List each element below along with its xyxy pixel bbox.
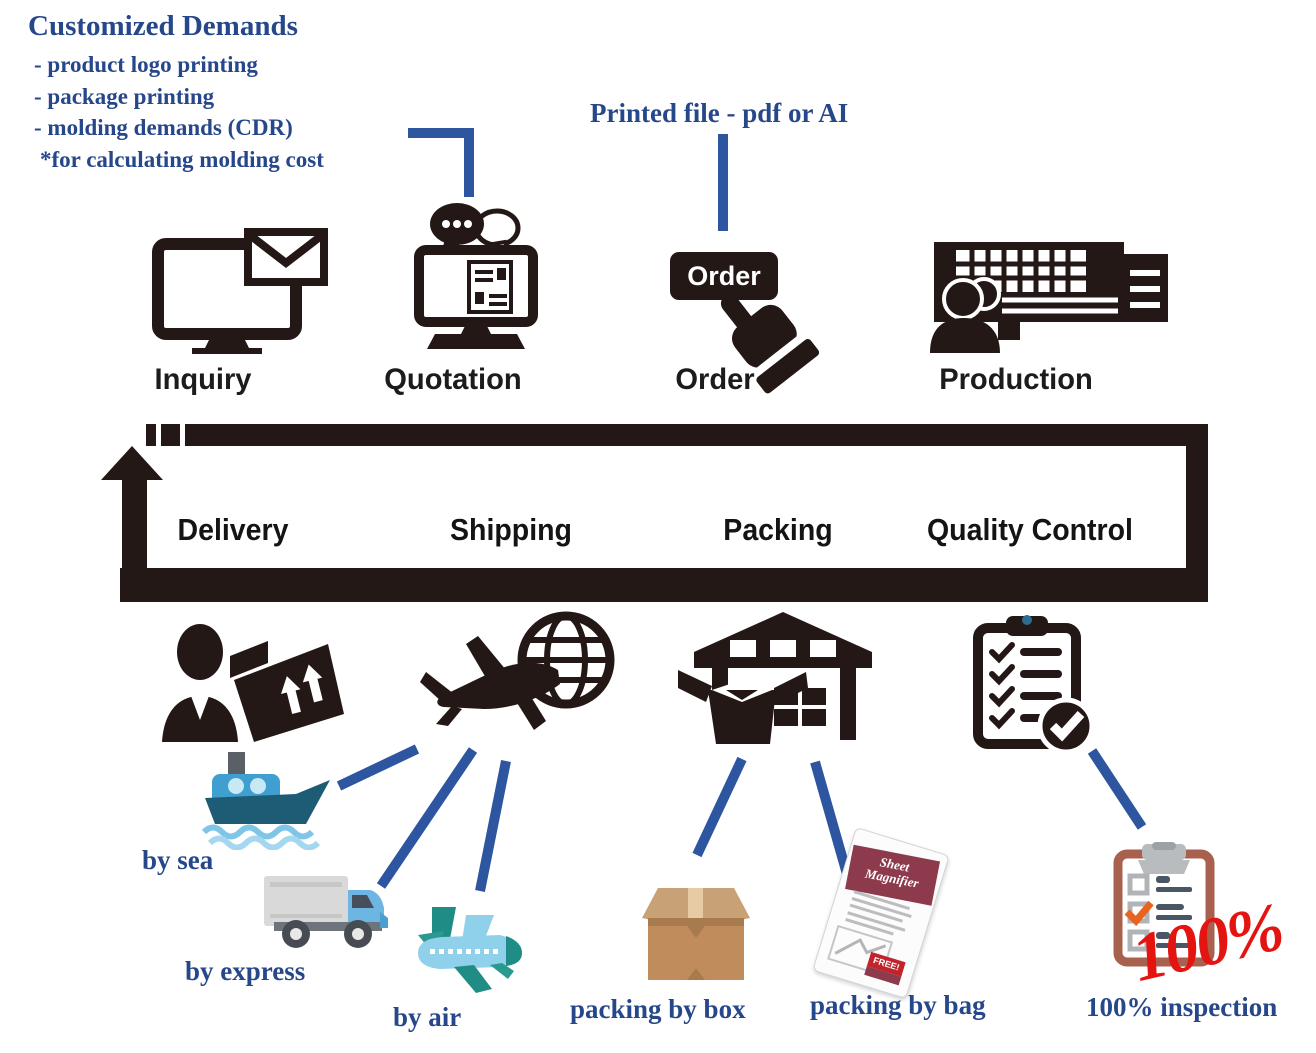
shipping-icon	[420, 611, 615, 730]
qc-to-inspection-line	[1087, 748, 1147, 830]
quality-control-step-label: Quality Control	[927, 512, 1133, 547]
printed-file-note: Printed file - pdf or AI	[590, 98, 849, 128]
quality-control-icon	[973, 615, 1095, 754]
shipping-to-sea-line	[336, 744, 420, 791]
bag-brand-band: Sheet Magnifier	[845, 844, 941, 906]
packing-to-box-line	[692, 756, 747, 858]
production-label: Production	[939, 363, 1093, 396]
by-air-label: by air	[393, 1002, 462, 1032]
delivery-step-label: Delivery	[177, 512, 289, 547]
by-sea-label: by sea	[142, 845, 214, 875]
quotation-label: Quotation	[384, 363, 522, 396]
order-label: Order	[675, 363, 755, 396]
click-hand-icon	[720, 294, 820, 394]
inspection-clipboard-icon	[1113, 842, 1215, 967]
track-dash-large	[161, 424, 180, 446]
inquiry-label: Inquiry	[154, 363, 252, 396]
shipping-step-label: Shipping	[450, 512, 572, 547]
track-bottom-bar	[120, 568, 1208, 602]
track-top-bar	[185, 424, 1208, 446]
ship-icon	[201, 752, 330, 850]
demand-item-package-printing: - package printing	[34, 84, 215, 109]
inquiry-icon	[152, 228, 328, 354]
shipping-to-express-line	[376, 747, 478, 889]
packing-icon	[678, 612, 872, 744]
customized-demands-title: Customized Demands	[28, 10, 298, 42]
production-icon	[930, 242, 1168, 353]
order-button-graphic: Order	[670, 252, 778, 300]
track-dash-small	[146, 424, 156, 446]
demand-item-logo-printing: - product logo printing	[34, 52, 258, 77]
by-express-label: by express	[185, 956, 306, 986]
demand-item-molding-note: *for calculating molding cost	[40, 147, 324, 172]
quotation-icon	[414, 203, 538, 349]
air-plane-icon	[418, 907, 522, 993]
packing-bag-icon: Sheet Magnifier FREE!	[812, 826, 950, 1000]
packing-by-bag-label: packing by bag	[810, 990, 986, 1020]
return-arrow-head	[101, 446, 163, 480]
packing-by-box-label: packing by box	[570, 994, 746, 1024]
packing-step-label: Packing	[723, 512, 833, 547]
bag-sheet-image	[827, 924, 894, 977]
carton-box-icon	[642, 888, 750, 980]
demand-item-molding: - molding demands (CDR)	[34, 115, 293, 140]
inspection-label: 100% inspection	[1086, 992, 1278, 1022]
molding-to-quotation-connector	[408, 128, 474, 197]
shipping-to-air-line	[475, 760, 511, 892]
order-button-text: Order	[687, 260, 761, 291]
return-arrow-shaft	[122, 478, 147, 602]
delivery-icon	[162, 624, 344, 742]
track-right-bar	[1186, 424, 1208, 602]
truck-icon	[264, 876, 388, 948]
